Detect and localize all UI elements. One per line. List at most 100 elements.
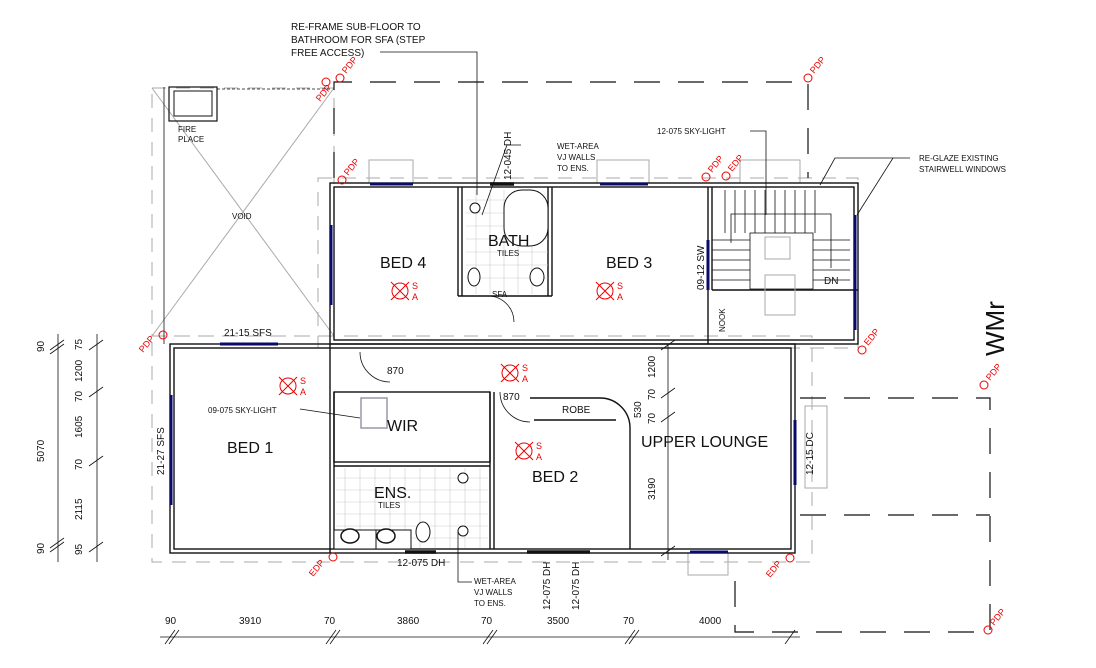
window-code-bed2a: 12-075 DH <box>542 562 553 610</box>
svg-text:S: S <box>412 281 418 291</box>
note-wet-area: TO ENS. <box>557 164 589 173</box>
svg-text:PDP: PDP <box>808 55 828 76</box>
edp-marker: EDP <box>307 552 338 579</box>
note-wet-area: VJ WALLS <box>474 588 512 597</box>
svg-text:90: 90 <box>36 542 47 554</box>
smoke-alarm-icon: SA <box>514 441 542 462</box>
stair-down-label: DN <box>824 276 838 287</box>
smoke-alarm-icon: SA <box>278 376 306 397</box>
window-code-lounge: 12-15 DC <box>805 432 816 475</box>
svg-text:1605: 1605 <box>74 415 85 438</box>
sfa-label: SFA <box>492 290 508 299</box>
svg-text:75: 75 <box>74 338 85 350</box>
room-bath: BATH <box>488 233 529 250</box>
note-skylight-wir: 09-075 SKY-LIGHT <box>208 406 277 415</box>
svg-text:70: 70 <box>623 616 635 627</box>
bath-tiles-label: TILES <box>497 249 519 258</box>
note-reglaze: RE-GLAZE EXISTING <box>919 154 999 163</box>
annotations: RE-FRAME SUB-FLOOR TO BATHROOM FOR SFA (… <box>208 22 1006 608</box>
note-skylight-stair: 12-075 SKY-LIGHT <box>657 127 726 136</box>
edp-marker: EDP <box>857 327 882 355</box>
window-code-bed4: 21-15 SFS <box>224 328 272 339</box>
room-upper-lounge: UPPER LOUNGE <box>641 434 768 451</box>
dimensions-lounge: 1200 70 530 70 3190 <box>633 339 676 560</box>
ensuite-fixtures <box>333 468 488 550</box>
svg-text:A: A <box>617 292 623 302</box>
dimensions-bottom: 90 3910 70 3860 70 3500 70 4000 <box>160 616 800 645</box>
svg-text:PDP: PDP <box>706 154 726 175</box>
svg-text:EDP: EDP <box>862 327 882 348</box>
svg-text:70: 70 <box>647 412 658 424</box>
window-code-ens: 12-075 DH <box>397 558 445 569</box>
windows <box>169 182 797 554</box>
svg-text:1200: 1200 <box>74 359 85 382</box>
svg-text:4000: 4000 <box>699 616 722 627</box>
staircase: DN <box>712 190 857 330</box>
ens-tiles-label: TILES <box>378 501 400 510</box>
svg-text:PDP: PDP <box>137 334 157 355</box>
room-robe: ROBE <box>562 405 591 416</box>
svg-text:70: 70 <box>74 458 85 470</box>
svg-text:A: A <box>536 452 542 462</box>
room-ens: ENS. <box>374 485 411 502</box>
svg-text:S: S <box>300 376 306 386</box>
window-code-bed2b: 12-075 DH <box>571 562 582 610</box>
nook-label: NOOK <box>718 308 727 332</box>
note-wet-area: VJ WALLS <box>557 153 595 162</box>
pdp-marker: PDP <box>337 157 362 185</box>
svg-text:90: 90 <box>165 616 177 627</box>
dimensions-left: 90 5070 90 75 1200 70 1605 70 2115 95 <box>36 334 104 562</box>
edp-marker: EDP <box>721 153 746 181</box>
note-wet-area: WET-AREA <box>474 577 516 586</box>
fireplace-label: PLACE <box>178 135 204 144</box>
fireplace: FIRE PLACE <box>163 86 330 344</box>
svg-text:2115: 2115 <box>74 498 85 520</box>
svg-text:S: S <box>617 281 623 291</box>
svg-text:1200: 1200 <box>647 355 658 378</box>
wm-label: WMr <box>980 301 1010 356</box>
smoke-alarm-icon: SA <box>595 281 623 302</box>
svg-text:95: 95 <box>74 543 85 555</box>
svg-text:A: A <box>522 374 528 384</box>
svg-text:3860: 3860 <box>397 616 420 627</box>
svg-text:3190: 3190 <box>647 477 658 500</box>
svg-text:70: 70 <box>324 616 336 627</box>
svg-text:PDP: PDP <box>984 362 1004 383</box>
svg-text:5070: 5070 <box>36 439 47 462</box>
bath-tiles <box>466 189 549 323</box>
room-wir: WIR <box>387 418 418 435</box>
svg-text:PDP: PDP <box>342 157 362 178</box>
door-width-2: 870 <box>503 392 520 403</box>
svg-text:A: A <box>412 292 418 302</box>
svg-text:530: 530 <box>633 401 644 418</box>
note-wet-area: TO ENS. <box>474 599 506 608</box>
smoke-alarms: SA SA SA SA SA <box>278 281 623 462</box>
room-bed4: BED 4 <box>380 255 426 272</box>
door-width-1: 870 <box>387 366 404 377</box>
svg-text:A: A <box>300 387 306 397</box>
room-bed2: BED 2 <box>532 469 578 486</box>
svg-text:EDP: EDP <box>726 153 746 174</box>
svg-text:70: 70 <box>74 390 85 402</box>
svg-text:S: S <box>522 363 528 373</box>
existing-deck-outline <box>333 81 991 633</box>
svg-text:EDP: EDP <box>307 558 327 579</box>
room-bed3: BED 3 <box>606 255 652 272</box>
pdp-marker: PDP <box>979 362 1004 390</box>
note-wet-area: WET-AREA <box>557 142 599 151</box>
pdp-marker: PDP <box>983 607 1007 635</box>
smoke-alarm-icon: SA <box>390 281 418 302</box>
edp-marker: EDP <box>764 553 795 579</box>
note-reframe: BATHROOM FOR SFA (STEP <box>291 35 426 46</box>
window-code-bath: 12-045 DH <box>503 132 514 180</box>
svg-text:3910: 3910 <box>239 616 262 627</box>
window-code-bed1: 21-27 SFS <box>156 427 167 475</box>
room-bed1: BED 1 <box>227 440 273 457</box>
window-code-bed3: 09-12 SW <box>696 245 707 290</box>
svg-text:3500: 3500 <box>547 616 570 627</box>
smoke-alarm-icon: SA <box>500 363 528 384</box>
svg-text:70: 70 <box>647 388 658 400</box>
pdp-marker: PDP <box>314 77 333 103</box>
note-reframe: FREE ACCESS) <box>291 48 364 59</box>
